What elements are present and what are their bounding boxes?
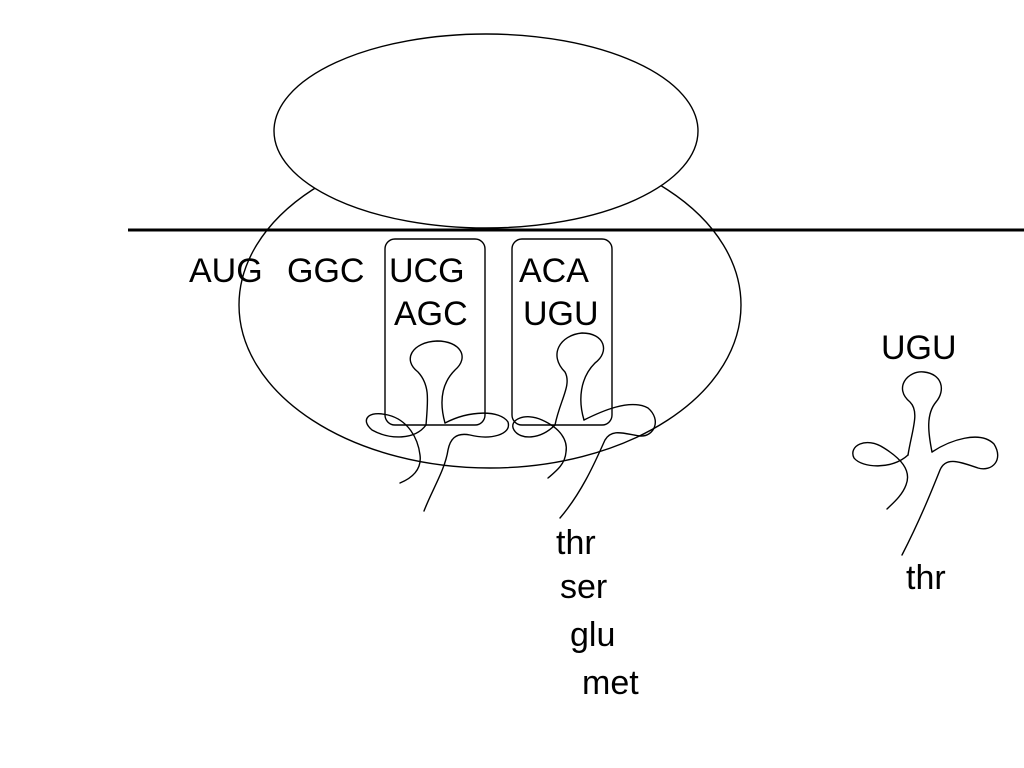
codon-aug: AUG — [189, 252, 263, 290]
ribosome — [238, 33, 742, 469]
a-site-trna — [512, 332, 657, 519]
codon-ucg: UCG — [389, 252, 465, 290]
free-trna — [852, 371, 999, 556]
amino-acid-ser: ser — [560, 568, 607, 606]
p-site-box — [384, 238, 486, 426]
amino-acid-glu: glu — [570, 616, 615, 654]
small-ribosomal-subunit — [273, 33, 699, 229]
a-site-anticodon: UGU — [523, 295, 599, 333]
p-site-anticodon: AGC — [394, 295, 468, 333]
p-site-trna — [365, 340, 510, 512]
codon-ggc: GGC — [287, 252, 364, 290]
free-trna-amino-acid: thr — [906, 559, 946, 597]
free-trna-anticodon: UGU — [881, 329, 957, 367]
codon-aca: ACA — [519, 252, 589, 290]
amino-acid-thr: thr — [556, 524, 596, 562]
a-site-box — [511, 238, 613, 426]
amino-acid-met: met — [582, 664, 639, 702]
